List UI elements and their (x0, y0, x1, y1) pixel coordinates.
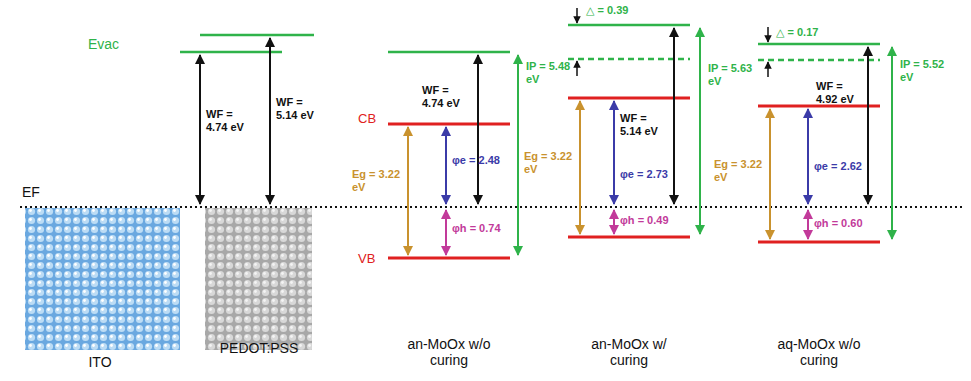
electron-barrier-label: φe = 2.62 (814, 160, 862, 173)
hole-barrier-label: φh = 0.60 (814, 217, 863, 230)
vacuum-level-label: Evac (88, 36, 119, 52)
band-gap-label: Eg = 3.22 eV (714, 158, 764, 183)
hole-barrier-arrows (446, 210, 808, 255)
work-function-label: WF = 5.14 eV (276, 96, 326, 121)
gap-arrows (408, 101, 770, 255)
wf-arrows (200, 28, 868, 204)
band-label: VB (358, 252, 375, 267)
electron-barrier-label: φe = 2.73 (620, 168, 668, 181)
band-gap-label: Eg = 3.22 eV (352, 168, 402, 193)
film-label: an-MoOx w/o curing (407, 336, 491, 368)
band-label: CB (358, 112, 376, 127)
ito-block (25, 208, 180, 350)
work-function-label: WF = 4.74 eV (206, 108, 256, 133)
fermi-level-label: EF (22, 184, 40, 200)
band-gap-label: Eg = 3.22 eV (524, 150, 574, 175)
fermi-level (20, 206, 962, 208)
ionization-potential-label: IP = 5.52 eV (900, 58, 950, 83)
work-function-label: WF = 4.74 eV (422, 84, 472, 109)
vacuum-levels (180, 25, 880, 60)
electron-barrier-label: φe = 2.48 (452, 154, 500, 167)
ionization-potential-label: IP = 5.48 eV (526, 60, 576, 85)
electron-barrier-arrows (446, 101, 808, 204)
work-function-label: WF = 5.14 eV (620, 112, 670, 137)
ionization-potential-label: IP = 5.63 eV (708, 62, 758, 87)
band-edges (388, 98, 880, 258)
film-label: an-MoOx w/ curing (587, 336, 671, 368)
pedot-block (205, 208, 312, 350)
delta-label: △ = 0.17 (776, 26, 818, 39)
hole-barrier-label: φh = 0.49 (620, 214, 669, 227)
substrate-label: ITO (62, 354, 138, 370)
ip-arrows (518, 28, 892, 255)
work-function-label: WF = 4.92 eV (816, 80, 866, 105)
delta-label: △ = 0.39 (586, 4, 628, 17)
hole-barrier-label: φh = 0.74 (452, 222, 501, 235)
film-label: aq-MoOx w/o curing (777, 336, 861, 368)
substrate-label: PEDOT:PSS (212, 340, 306, 356)
